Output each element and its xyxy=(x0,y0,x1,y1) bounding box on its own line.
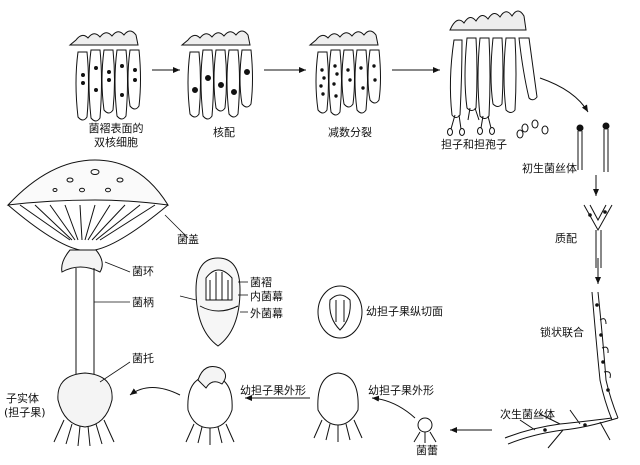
label-volva: 菌托 xyxy=(132,352,154,365)
basidia-spores-drawing xyxy=(447,10,549,139)
label-basidiocarp: (担子果) xyxy=(4,406,46,419)
label-secondary-mycelium: 次生菌丝体 xyxy=(500,408,555,421)
label-plasmogamy: 质配 xyxy=(555,232,577,245)
label-dikaryotic-surface: 菌褶表面的 xyxy=(88,122,144,135)
dikaryotic-cells-drawing xyxy=(68,30,141,122)
veil-section-drawing xyxy=(195,257,241,347)
bottom-row-arrows xyxy=(129,387,416,419)
label-clamp-connection: 锁状联合 xyxy=(540,326,584,339)
meiosis-cells-drawing xyxy=(308,30,381,116)
label-pileus: 菌盖 xyxy=(177,233,199,246)
karyogamy-cells-drawing xyxy=(180,30,253,120)
label-young-fruit-section: 幼担子果纵切面 xyxy=(366,305,443,318)
label-fruiting-body: 子实体 xyxy=(6,392,39,405)
leader-lines xyxy=(94,214,248,383)
label-outer-veil: 外菌幕 xyxy=(250,307,283,320)
top-row-arrows xyxy=(152,67,589,113)
mature-mushroom-drawing xyxy=(6,159,169,447)
label-annulus: 菌环 xyxy=(132,265,154,278)
young-fruit-opening-drawing xyxy=(185,366,235,445)
label-dikaryotic-cells: 双核细胞 xyxy=(94,136,138,149)
secondary-mycelium-drawing xyxy=(504,409,619,449)
label-stipe: 菌柄 xyxy=(132,296,154,309)
primary-mycelium-drawing xyxy=(576,122,610,172)
clamp-connection-hypha-drawing xyxy=(591,291,619,421)
label-button: 菌蕾 xyxy=(416,444,438,457)
label-young-fruit-outer-1: 幼担子果外形 xyxy=(368,384,434,397)
label-young-fruit-outer-2: 幼担子果外形 xyxy=(240,384,306,397)
label-basidia-spores: 担子和担孢子 xyxy=(441,138,507,151)
young-fruit-round-drawing xyxy=(313,372,363,442)
label-primary-mycelium: 初生菌丝体 xyxy=(522,162,577,175)
label-inner-veil: 内菌幕 xyxy=(250,290,283,303)
label-karyogamy: 核配 xyxy=(213,126,235,139)
label-gills: 菌褶 xyxy=(250,276,272,289)
plasmogamy-drawing xyxy=(583,204,613,268)
label-meiosis: 减数分裂 xyxy=(328,126,372,139)
young-fruit-section-drawing xyxy=(317,285,363,339)
right-column-arrows xyxy=(450,175,601,433)
button-drawing xyxy=(413,417,437,443)
